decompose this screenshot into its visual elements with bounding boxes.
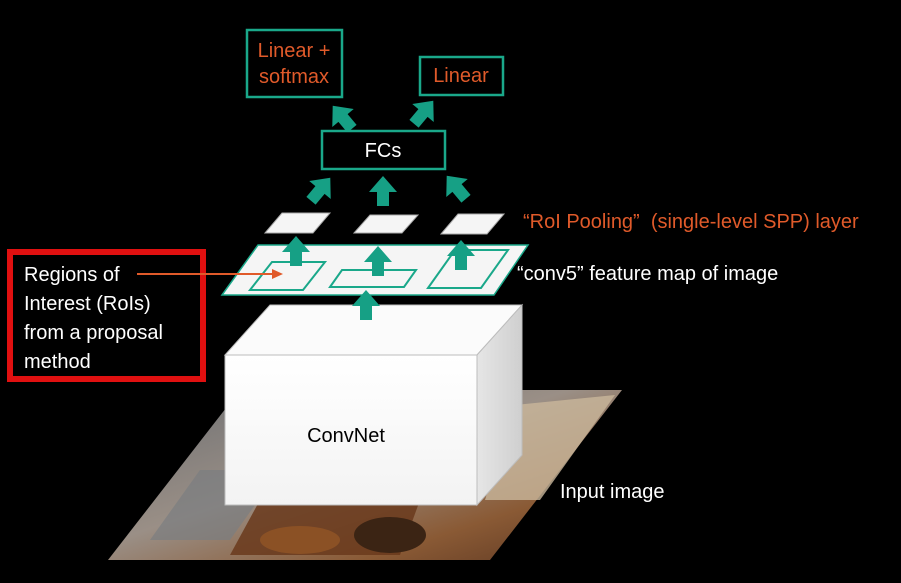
linear-softmax-label-line2: softmax <box>259 66 329 88</box>
up-arrow-icon <box>369 176 397 206</box>
rois-label-line3: from a proposal <box>24 322 163 344</box>
pooled-feature-3 <box>439 213 506 235</box>
rois-label-line4: method <box>24 351 91 373</box>
input-image-label: Input image <box>560 481 665 503</box>
linear-softmax-label-line1: Linear + <box>258 40 331 62</box>
fcs-label: FCs <box>365 140 402 162</box>
diagonal-arrow-icon <box>403 91 445 133</box>
roi-rect-1 <box>247 261 328 291</box>
diagonal-arrow-icon <box>300 168 342 210</box>
roi-pooling-label: “RoI Pooling” (single-level SPP) layer <box>523 211 859 233</box>
convnet-label: ConvNet <box>307 425 385 447</box>
rois-highlight-box <box>7 249 206 382</box>
roi-pointer-arrow <box>137 269 283 279</box>
pooled-feature-1 <box>263 212 332 234</box>
linear-label: Linear <box>433 65 489 87</box>
pooled-feature-2 <box>352 214 420 234</box>
linear-softmax-box <box>245 28 344 99</box>
fcs-box <box>320 129 447 171</box>
roi-rect-3 <box>426 249 510 289</box>
rois-label-line2: Interest (RoIs) <box>24 293 151 315</box>
rois-label-line1: Regions of <box>24 264 120 286</box>
diagonal-arrow-icon <box>435 166 477 208</box>
convnet-box <box>223 303 524 507</box>
roi-rect-2 <box>328 269 418 288</box>
linear-box <box>418 55 505 97</box>
feature-map-label: “conv5” feature map of image <box>517 263 778 285</box>
roi-pooled-features <box>263 212 506 235</box>
